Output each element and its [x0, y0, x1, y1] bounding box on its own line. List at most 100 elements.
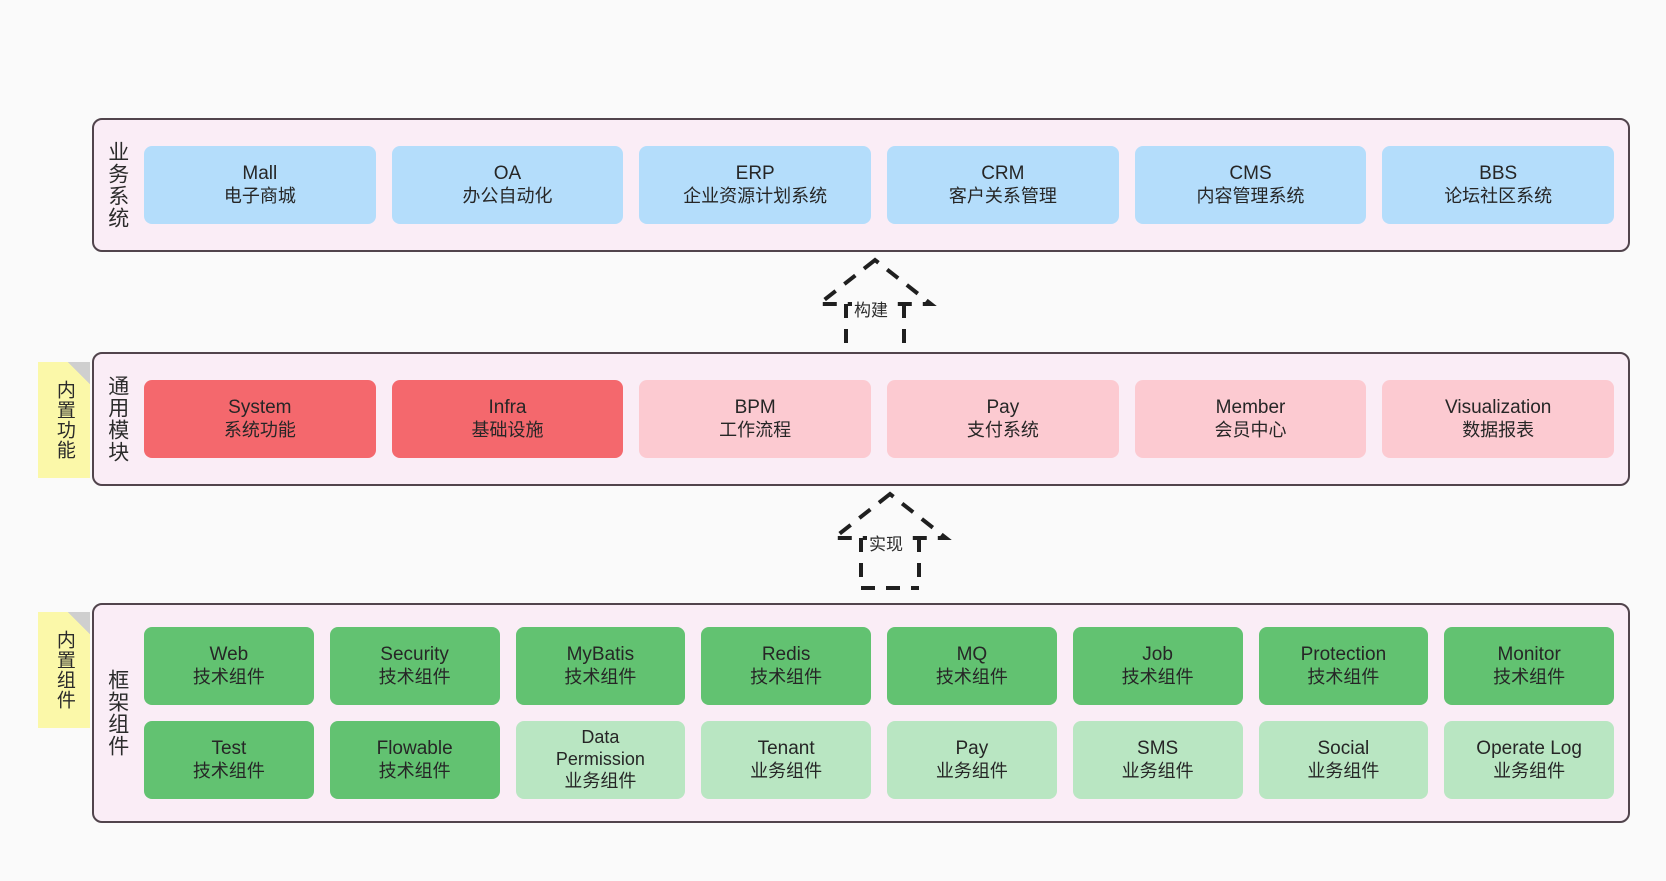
sticky-note-label: 内置组件 [53, 630, 75, 710]
layer-body-business-system: Mall 电子商城 OA 办公自动化 ERP 企业资源计划系统 CRM 客户关系… [140, 120, 1628, 250]
sticky-note-builtin-components: 内置组件 [38, 612, 90, 728]
card-oa[interactable]: OA 办公自动化 [391, 146, 624, 224]
card-subtitle: 技术组件 [750, 666, 823, 687]
card-title: Pay [955, 738, 989, 760]
card-mq[interactable]: MQ 技术组件 [887, 627, 1057, 705]
card-subtitle: 业务组件 [1307, 760, 1380, 781]
card-pay[interactable]: Pay 支付系统 [887, 380, 1119, 458]
card-social[interactable]: Social 业务组件 [1258, 721, 1429, 799]
card-title: Protection [1300, 644, 1387, 666]
card-member[interactable]: Member 会员中心 [1134, 380, 1367, 458]
layer-body-framework-component: Web 技术组件 Security 技术组件 MyBatis 技术组件 Redi… [140, 605, 1628, 821]
card-title: Social [1317, 738, 1370, 760]
card-title: CMS [1229, 163, 1272, 185]
business-card-row: Mall 电子商城 OA 办公自动化 ERP 企业资源计划系统 CRM 客户关系… [144, 146, 1615, 224]
card-title: Tenant [757, 738, 815, 760]
card-subtitle: 数据报表 [1462, 419, 1535, 440]
card-erp[interactable]: ERP 企业资源计划系统 [639, 146, 872, 224]
layer-title-framework-component: 框架组件 [105, 669, 129, 757]
framework-tech-row: Web 技术组件 Security 技术组件 MyBatis 技术组件 Redi… [144, 627, 1614, 705]
layer-business-system: 业务系统 Mall 电子商城 OA 办公自动化 ERP 企业资源计划系统 CRM… [92, 118, 1630, 252]
card-visualization[interactable]: Visualization 数据报表 [1382, 380, 1615, 458]
card-monitor[interactable]: Monitor 技术组件 [1444, 627, 1614, 705]
card-title: BBS [1479, 163, 1518, 185]
connector-label-build: 构建 [852, 296, 890, 321]
card-subtitle: 技术组件 [1493, 666, 1566, 687]
card-title: OA [493, 163, 522, 185]
card-title: MyBatis [566, 644, 635, 666]
card-subtitle: 会员中心 [1214, 419, 1287, 440]
card-subtitle: 业务组件 [1121, 760, 1194, 781]
card-subtitle: 技术组件 [192, 760, 265, 781]
card-crm[interactable]: CRM 客户关系管理 [887, 146, 1119, 224]
card-title: Member [1215, 397, 1286, 419]
card-test[interactable]: Test 技术组件 [144, 721, 314, 799]
card-flowable[interactable]: Flowable 技术组件 [329, 721, 500, 799]
arrow-stem [859, 538, 921, 590]
card-title: Redis [761, 644, 811, 666]
card-subtitle: 电子商城 [223, 185, 296, 206]
card-title: Test [211, 738, 247, 760]
card-title: Operate Log [1476, 738, 1582, 760]
card-title: ERP [735, 163, 775, 185]
card-protection[interactable]: Protection 技术组件 [1258, 627, 1429, 705]
card-title: Mall [242, 163, 278, 185]
card-operate-log[interactable]: Operate Log 业务组件 [1444, 721, 1614, 799]
card-title: Web [209, 644, 249, 666]
card-subtitle: 业务组件 [935, 760, 1008, 781]
card-redis[interactable]: Redis 技术组件 [701, 627, 871, 705]
card-title: Monitor [1497, 644, 1561, 666]
card-subtitle: 技术组件 [378, 760, 451, 781]
common-card-row: System 系统功能 Infra 基础设施 BPM 工作流程 Pay 支付系统… [144, 380, 1615, 458]
card-title: CRM [981, 163, 1025, 185]
layer-common-module: 通用模块 System 系统功能 Infra 基础设施 BPM 工作流程 Pay… [92, 352, 1630, 486]
card-subtitle: 系统功能 [223, 419, 296, 440]
card-data-permission[interactable]: Data Permission 业务组件 [515, 721, 686, 799]
card-security[interactable]: Security 技术组件 [329, 627, 500, 705]
card-subtitle: 技术组件 [1121, 666, 1194, 687]
card-job[interactable]: Job 技术组件 [1072, 627, 1243, 705]
card-tenant[interactable]: Tenant 业务组件 [701, 721, 871, 799]
layer-title-common-module: 通用模块 [105, 375, 129, 463]
card-subtitle: 企业资源计划系统 [683, 185, 828, 206]
sticky-note-builtin-features: 内置功能 [38, 362, 90, 478]
card-title: System [228, 397, 292, 419]
card-infra[interactable]: Infra 基础设施 [391, 380, 624, 458]
card-pay-business[interactable]: Pay 业务组件 [887, 721, 1057, 799]
card-subtitle: 技术组件 [564, 666, 637, 687]
card-subtitle: 工作流程 [719, 419, 792, 440]
layer-framework-component: 框架组件 Web 技术组件 Security 技术组件 MyBatis 技术组件… [92, 603, 1630, 823]
card-subtitle: 业务组件 [564, 770, 637, 791]
card-title: Security [380, 644, 449, 666]
card-title: Pay [986, 397, 1020, 419]
connector-label-implement: 实现 [867, 530, 905, 555]
sticky-note-label: 内置功能 [53, 380, 75, 460]
card-title: BPM [734, 397, 776, 419]
card-title: MQ [956, 644, 988, 666]
framework-business-row: Test 技术组件 Flowable 技术组件 Data Permission … [144, 721, 1614, 799]
card-subtitle: 论坛社区系统 [1444, 185, 1553, 206]
card-web[interactable]: Web 技术组件 [144, 627, 314, 705]
card-cms[interactable]: CMS 内容管理系统 [1134, 146, 1367, 224]
card-mall[interactable]: Mall 电子商城 [144, 146, 376, 224]
card-subtitle: 客户关系管理 [948, 185, 1057, 206]
card-subtitle: 业务组件 [1493, 760, 1566, 781]
layer-body-common-module: System 系统功能 Infra 基础设施 BPM 工作流程 Pay 支付系统… [140, 354, 1628, 484]
card-subtitle: 支付系统 [966, 419, 1039, 440]
card-title: Data [581, 727, 620, 748]
card-sms[interactable]: SMS 业务组件 [1072, 721, 1243, 799]
card-bpm[interactable]: BPM 工作流程 [639, 380, 872, 458]
card-title-line2: Permission [555, 749, 645, 770]
card-system[interactable]: System 系统功能 [144, 380, 376, 458]
connector-build-arrow: 构建 [800, 257, 960, 356]
card-mybatis[interactable]: MyBatis 技术组件 [515, 627, 686, 705]
card-title: Visualization [1445, 397, 1552, 419]
card-subtitle: 技术组件 [935, 666, 1008, 687]
card-title: Flowable [376, 738, 453, 760]
card-subtitle: 办公自动化 [462, 185, 553, 206]
card-title: Infra [488, 397, 527, 419]
card-bbs[interactable]: BBS 论坛社区系统 [1382, 146, 1615, 224]
card-subtitle: 技术组件 [1307, 666, 1380, 687]
card-subtitle: 技术组件 [378, 666, 451, 687]
